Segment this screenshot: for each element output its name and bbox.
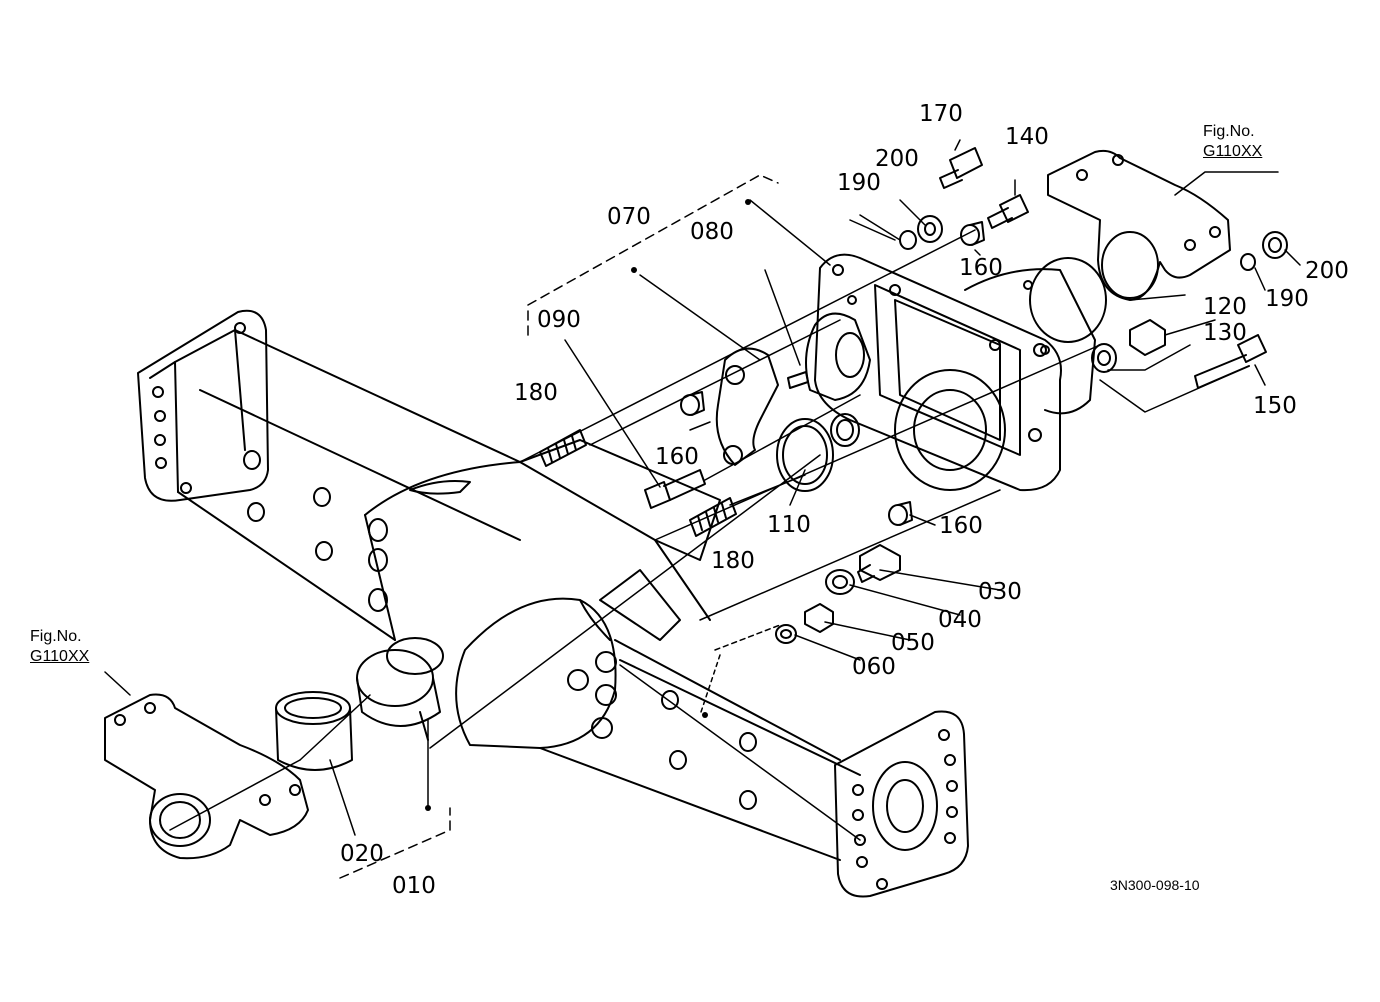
gear-case-part bbox=[805, 253, 1107, 492]
fig-ref-code: G110XX bbox=[30, 648, 90, 665]
callout-060: 060 bbox=[852, 654, 896, 680]
callout-040: 040 bbox=[938, 607, 982, 633]
callout-010: 010 bbox=[392, 873, 436, 899]
callout-020: 020 bbox=[340, 841, 384, 867]
leader-lines bbox=[104, 139, 1301, 879]
callout-150: 150 bbox=[1253, 393, 1297, 419]
level-plug-part bbox=[775, 603, 834, 644]
top-fastener-set bbox=[899, 147, 1029, 250]
callout-200-right: 200 bbox=[1305, 258, 1349, 284]
stud-bolt-part bbox=[539, 429, 737, 537]
callout-130: 130 bbox=[1203, 320, 1247, 346]
callout-030: 030 bbox=[978, 579, 1022, 605]
bolt-part bbox=[644, 469, 706, 509]
callout-160-top: 160 bbox=[959, 255, 1003, 281]
callout-190-top: 190 bbox=[837, 170, 881, 196]
fig-ref-code: G110XX bbox=[1203, 143, 1263, 160]
callout-080: 080 bbox=[690, 219, 734, 245]
callout-160-mid: 160 bbox=[655, 444, 699, 470]
drawing-reference-code: 3N300-098-10 bbox=[1110, 877, 1200, 893]
callout-180-low: 180 bbox=[711, 548, 755, 574]
callout-170: 170 bbox=[919, 101, 963, 127]
fig-ref-bottom-left: Fig.No. G110XX bbox=[30, 627, 89, 667]
callout-160-low: 160 bbox=[939, 513, 983, 539]
assembly-dots bbox=[425, 199, 751, 811]
axle-housing-part bbox=[137, 309, 969, 898]
fig-ref-top-right: Fig.No. G110XX bbox=[1203, 122, 1262, 162]
drain-plug-part bbox=[825, 544, 901, 595]
callout-180-top: 180 bbox=[514, 380, 558, 406]
callout-190-right: 190 bbox=[1265, 286, 1309, 312]
callout-110: 110 bbox=[767, 512, 811, 538]
pin-part bbox=[787, 371, 809, 389]
front-bracket-right-part bbox=[1047, 149, 1231, 301]
callout-050: 050 bbox=[891, 630, 935, 656]
collar-part bbox=[680, 221, 985, 526]
callout-200-top: 200 bbox=[875, 146, 919, 172]
bushing-part bbox=[275, 691, 353, 771]
fig-ref-label: Fig.No. bbox=[1203, 123, 1255, 140]
front-bracket-left-part bbox=[104, 693, 309, 860]
fig-ref-label: Fig.No. bbox=[30, 628, 82, 645]
callout-070: 070 bbox=[607, 204, 651, 230]
right-fastener-set bbox=[1091, 231, 1288, 389]
callout-140: 140 bbox=[1005, 124, 1049, 150]
callout-120: 120 bbox=[1203, 294, 1247, 320]
callout-090: 090 bbox=[537, 307, 581, 333]
